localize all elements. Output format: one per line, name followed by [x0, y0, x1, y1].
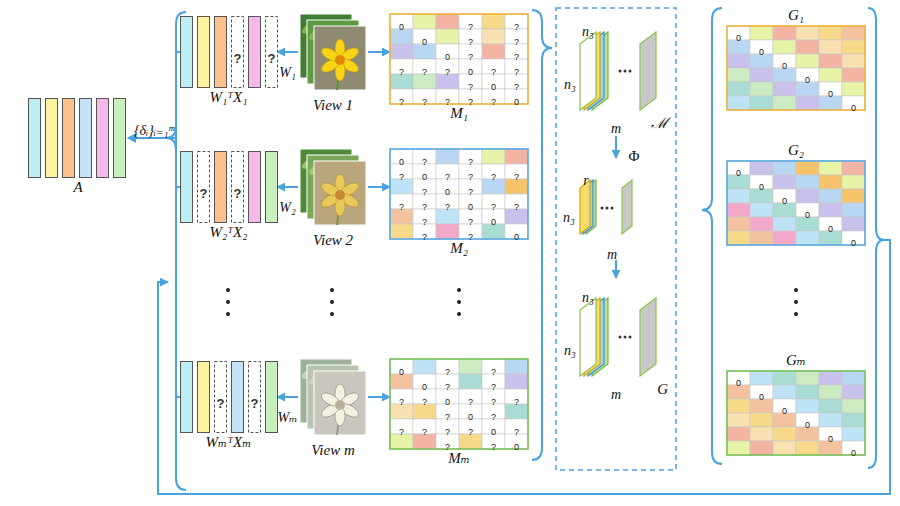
- node-label: M₁: [390, 104, 528, 122]
- graph-matrix: G₁: [727, 6, 865, 24]
- node-label: A: [28, 178, 128, 196]
- graph-matrix: Gₘ: [727, 351, 865, 369]
- similarity-matrix-art: [390, 149, 528, 239]
- projected-view-art: [180, 361, 277, 433]
- node-label: ℳ: [566, 114, 672, 132]
- vertical-ellipsis: [226, 288, 798, 316]
- node-label: View 2: [298, 231, 368, 249]
- view-images-art: [298, 147, 368, 231]
- similarity-matrix-art: [390, 359, 528, 449]
- view-images: View m: [298, 357, 368, 459]
- tensor: G: [566, 284, 672, 398]
- node-label: G₂: [727, 141, 865, 159]
- node-label: Mₘ: [390, 449, 528, 467]
- arrow-connector: [277, 51, 298, 53]
- view-images-art: [298, 357, 368, 441]
- core-tensor: [580, 180, 632, 234]
- projected-view-art: [180, 151, 277, 223]
- graph-matrix-art: [727, 26, 865, 110]
- arrow-connector: [128, 138, 180, 187]
- feedback-loop: [158, 240, 890, 494]
- arrow-connector: [128, 138, 180, 397]
- projected-view: W₁ᵀX₁: [180, 16, 277, 106]
- node-label: WₘᵀXₘ: [180, 433, 277, 451]
- similarity-matrix-art: [390, 14, 528, 104]
- arrow-connector: [277, 186, 298, 188]
- node-label: G: [566, 380, 672, 398]
- phi-arrow: [615, 136, 617, 158]
- data-matrix-art: [28, 98, 128, 178]
- arrow-connector: [277, 396, 298, 398]
- graph-brace-left: [702, 8, 722, 464]
- arrow-connector: [368, 186, 390, 188]
- tensor: ℳ: [566, 18, 672, 132]
- node-label: G₁: [727, 6, 865, 24]
- node-label: View 1: [298, 96, 368, 114]
- arrow-connector: [128, 52, 180, 138]
- graph-matrix-art: [727, 161, 865, 245]
- projected-view: W₂ᵀX₂: [180, 151, 277, 241]
- similarity-matrix: M₂: [390, 149, 528, 257]
- node-label: W₂ᵀX₂: [180, 223, 277, 241]
- view-images: View 2: [298, 147, 368, 249]
- similarity-matrix: Mₘ: [390, 359, 528, 467]
- node-label: W₁ᵀX₁: [180, 88, 277, 106]
- node-label: Gₘ: [727, 351, 865, 369]
- view-images: View 1: [298, 12, 368, 114]
- view-images-art: [298, 12, 368, 96]
- projected-view-art: [180, 16, 277, 88]
- arrow-connector: [368, 51, 390, 53]
- similarity-matrix: M₁: [390, 14, 528, 122]
- tensor-art: [566, 284, 672, 380]
- graph-matrix: G₂: [727, 141, 865, 159]
- matrix-brace: [532, 10, 552, 460]
- arrow-connector: [368, 396, 390, 398]
- node-label: View m: [298, 441, 368, 459]
- tensor-art: [566, 18, 672, 114]
- projected-view: WₘᵀXₘ: [180, 361, 277, 451]
- graph-brace-right: [868, 8, 884, 468]
- data-matrix: A: [28, 98, 128, 196]
- graph-matrix-art: [727, 371, 865, 455]
- node-label: M₂: [390, 239, 528, 257]
- tensor-arrow: [615, 260, 617, 278]
- tensor-panel: [556, 8, 676, 470]
